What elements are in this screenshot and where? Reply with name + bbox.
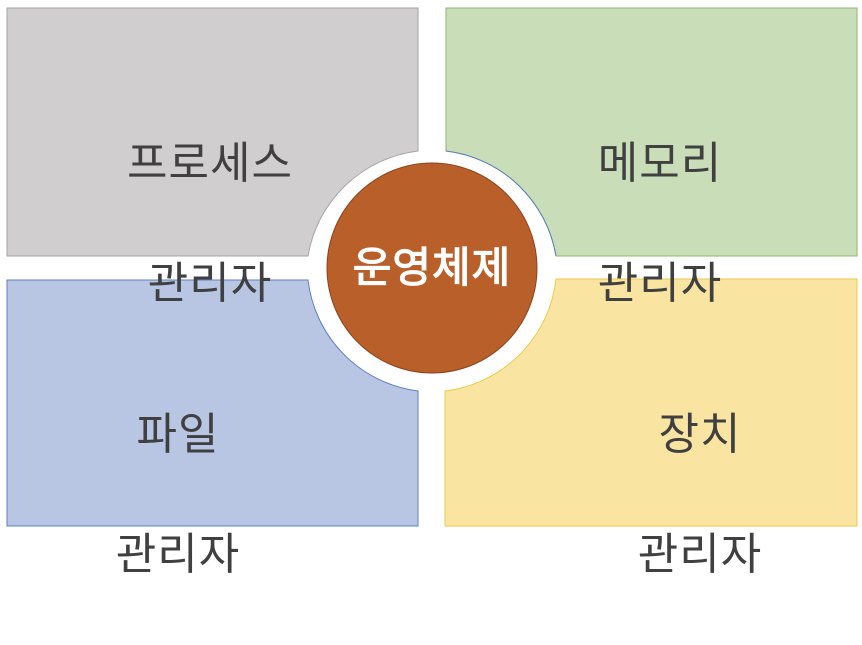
memory-arc-edge bbox=[445, 150, 557, 257]
os-diagram bbox=[6, 7, 858, 527]
process-manager-line2: 관리자 bbox=[147, 258, 273, 309]
memory-manager-line1: 메모리 bbox=[597, 138, 723, 189]
quadrant-process-manager-shape[interactable] bbox=[6, 7, 419, 257]
center-os-circle[interactable] bbox=[326, 162, 538, 374]
device-manager-line1: 장치 bbox=[658, 409, 742, 460]
quadrant-device-manager: 장치 관리자 bbox=[590, 345, 810, 645]
quadrant-memory-manager: 메모리 관리자 bbox=[550, 74, 770, 374]
center-os-label: 운영체제 bbox=[352, 243, 512, 292]
file-manager-line2: 관리자 bbox=[115, 529, 241, 580]
process-manager-line1: 프로세스 bbox=[127, 138, 293, 189]
quadrant-device-manager-shape[interactable] bbox=[444, 278, 858, 527]
quadrant-file-manager-shape[interactable] bbox=[6, 279, 419, 527]
quadrant-file-manager: 파일 관리자 bbox=[68, 345, 288, 645]
memory-manager-line2: 관리자 bbox=[597, 258, 723, 309]
file-manager-line1: 파일 bbox=[136, 409, 220, 460]
quadrant-process-manager: 프로세스 관리자 bbox=[60, 74, 360, 374]
device-manager-line2: 관리자 bbox=[637, 529, 763, 580]
